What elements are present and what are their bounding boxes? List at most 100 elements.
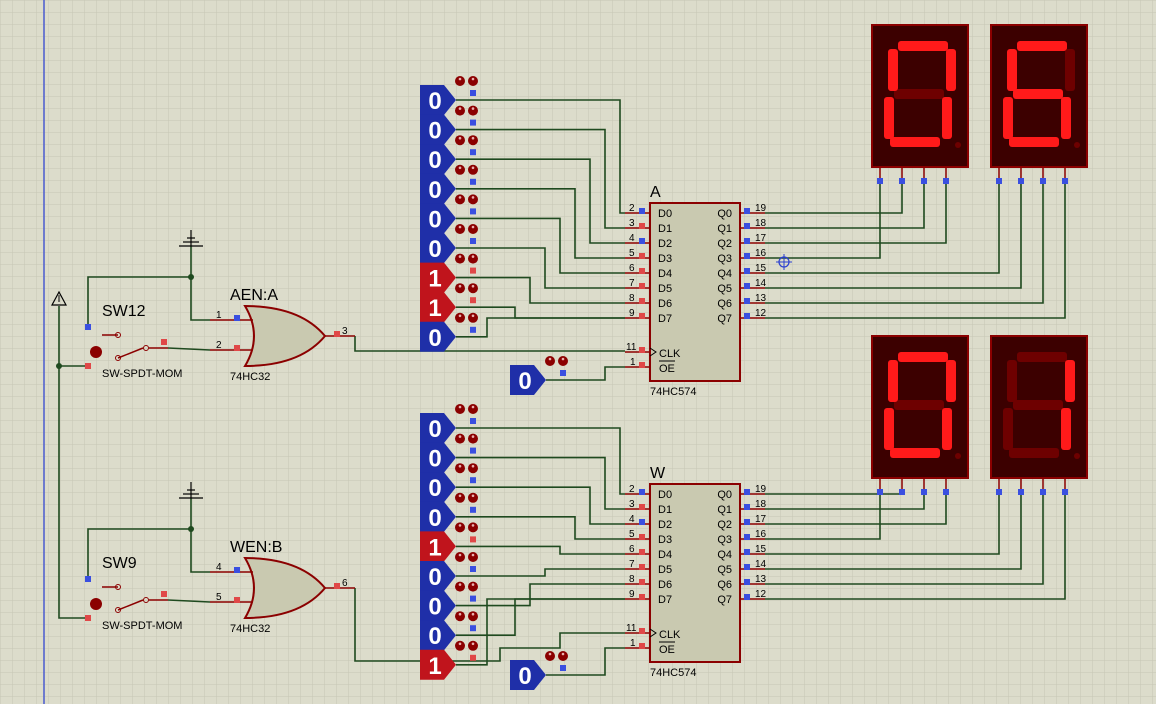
input-pin-number: 5	[629, 529, 635, 540]
input-pin-number: 8	[629, 574, 635, 585]
register-body[interactable]	[649, 202, 741, 382]
probe-lamp-glint	[458, 196, 462, 199]
switch-contact	[115, 332, 121, 338]
gate-pin-marker	[234, 315, 240, 321]
register-a-input-probe[interactable]: 0	[420, 135, 478, 175]
or-gate-body[interactable]	[243, 304, 327, 368]
probe-lamp	[455, 283, 465, 294]
register-w-input-probe[interactable]: 0	[420, 463, 478, 503]
logic-state-body[interactable]	[420, 173, 456, 204]
register-a-oe-probe[interactable]: 0	[510, 356, 568, 395]
switch-contact	[115, 355, 121, 361]
or-gate-body[interactable]	[243, 556, 327, 620]
logic-state-body[interactable]	[420, 472, 456, 503]
register-w-input-probe[interactable]: 0	[420, 492, 478, 532]
switch-label: SW9	[102, 555, 137, 572]
probe-lamp	[455, 463, 465, 474]
gate-b-to-clk-wire	[354, 588, 625, 662]
input-pin-number: 7	[629, 559, 635, 570]
register-w-input-probe[interactable]: 0	[420, 611, 478, 651]
register-w-input-probe[interactable]: 0	[420, 552, 478, 591]
register-w-oe-probe[interactable]: 0	[510, 651, 568, 690]
probe-pin-marker	[560, 665, 566, 671]
logic-state-body[interactable]	[420, 292, 456, 323]
segment-b	[1065, 49, 1075, 91]
output-pin-marker	[744, 579, 750, 585]
logic-state-body[interactable]	[420, 85, 456, 115]
probe-lamp-glint	[458, 77, 462, 81]
clock-edge-symbol	[649, 628, 657, 638]
probe-lamp-glint	[458, 494, 462, 498]
register-w-data-wire	[456, 515, 625, 540]
input-pin-name: D2	[658, 519, 672, 531]
register-label: W	[650, 465, 666, 482]
segment-f	[1007, 360, 1017, 402]
register-w-input-probe[interactable]: 1	[420, 522, 478, 562]
logic-state-body[interactable]	[510, 365, 546, 395]
probe-lamp-glint	[561, 357, 565, 361]
probe-lamp-glint	[471, 583, 475, 586]
output-pin-number: 17	[755, 233, 767, 244]
register-w-input-probe[interactable]: 0	[420, 581, 478, 621]
register-a-input-probe[interactable]: 0	[420, 76, 478, 115]
input-pin-number: 6	[629, 544, 635, 555]
logic-state-value: 0	[428, 177, 441, 204]
register-w-output-wire	[765, 492, 1044, 585]
logic-state-body[interactable]	[510, 660, 546, 690]
segment-a	[898, 41, 948, 51]
segment-b	[946, 49, 956, 91]
logic-state-body[interactable]	[420, 501, 456, 532]
register-body[interactable]	[649, 483, 741, 663]
logic-state-body[interactable]	[420, 114, 456, 145]
switch-pin-marker	[85, 324, 91, 330]
input-pin-name: D3	[658, 253, 672, 265]
logic-state-body[interactable]	[420, 233, 456, 263]
logic-state-body[interactable]	[420, 413, 456, 443]
register-w-display-low	[990, 335, 1088, 492]
oe-pin-number: 1	[630, 357, 636, 368]
register-w-input-probe[interactable]: 0	[420, 433, 478, 473]
register-a-input-probe[interactable]: 0	[420, 224, 478, 263]
input-pin-marker	[639, 534, 645, 540]
logic-state-body[interactable]	[420, 649, 456, 680]
register-w-input-probe[interactable]: 1	[420, 640, 478, 680]
junction-dot	[56, 363, 62, 369]
switch-button[interactable]	[90, 598, 102, 610]
register-a-input-probe[interactable]: 0	[420, 312, 478, 352]
register-a-input-probe[interactable]: 1	[420, 283, 478, 323]
switch-lever[interactable]	[117, 599, 144, 611]
logic-state-body[interactable]	[420, 262, 456, 293]
switch-lever[interactable]	[117, 347, 144, 359]
logic-state-body[interactable]	[420, 620, 456, 651]
output-pin-number: 15	[755, 544, 767, 555]
switch-button[interactable]	[90, 346, 102, 358]
logic-state-value: 0	[428, 623, 441, 650]
display-pin-marker	[1062, 178, 1068, 184]
logic-state-body[interactable]	[420, 561, 456, 591]
register-a-input-probe[interactable]: 0	[420, 194, 478, 234]
probe-lamp-glint	[471, 166, 475, 170]
logic-state-value: 1	[428, 295, 441, 322]
register-a-input-probe[interactable]: 0	[420, 105, 478, 145]
logic-state-body[interactable]	[420, 203, 456, 234]
logic-state-body[interactable]	[420, 442, 456, 473]
register-a-input-probe[interactable]: 0	[420, 164, 478, 204]
logic-state-body[interactable]	[420, 590, 456, 621]
probe-lamp-glint	[471, 642, 475, 646]
probe-lamp	[468, 283, 478, 294]
input-pin-name: D3	[658, 534, 672, 546]
register-w-input-probe[interactable]: 0	[420, 404, 478, 443]
logic-state-body[interactable]	[420, 321, 456, 352]
logic-state-body[interactable]	[420, 144, 456, 175]
register-a-input-probe[interactable]: 1	[420, 253, 478, 293]
gate-part-number: 74HC32	[230, 371, 270, 383]
input-pin-number: 9	[629, 589, 635, 600]
input-pin-name: D6	[658, 579, 672, 591]
logic-state-body[interactable]	[420, 531, 456, 562]
